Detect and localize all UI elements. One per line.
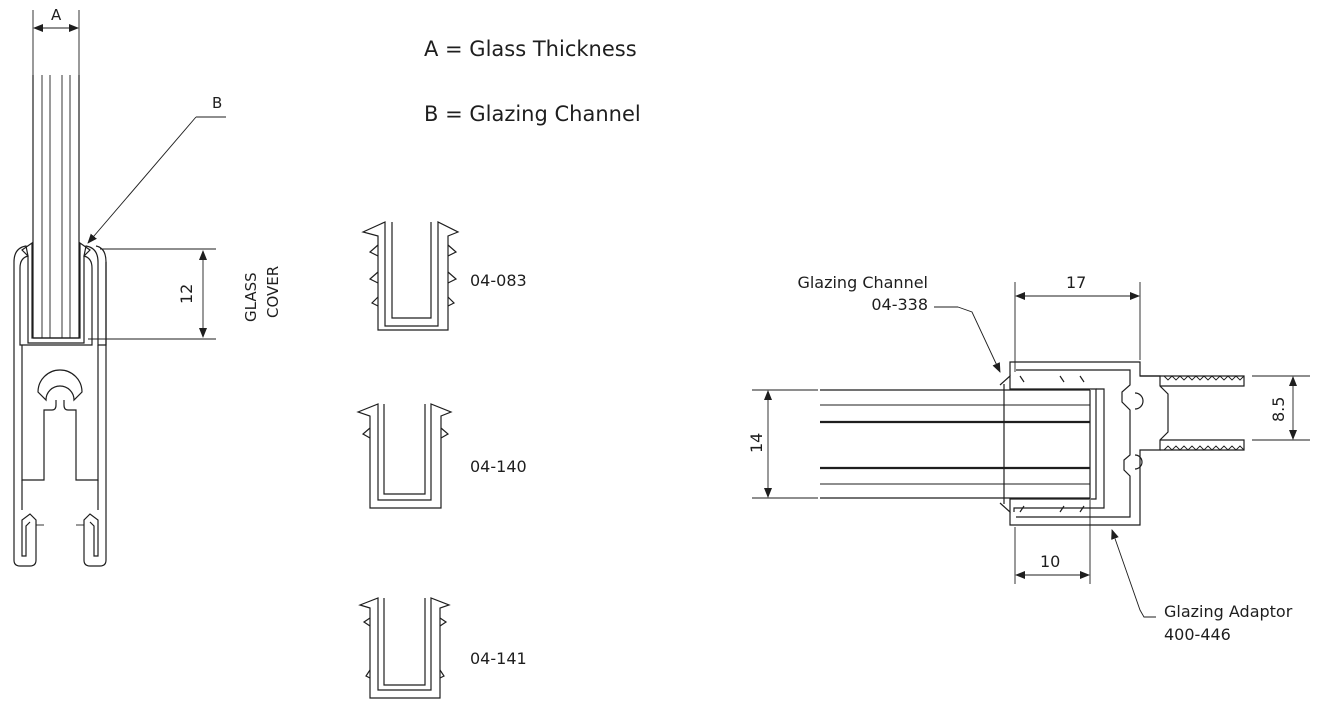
dim-top-value: 17: [1066, 273, 1086, 292]
channel-code-04-141: 04-141: [470, 649, 527, 668]
label-b: B: [212, 94, 222, 112]
glass-pane: [32, 75, 80, 339]
glazing-channel-04-338: [999, 374, 1105, 514]
channel-profile-04-140: [356, 403, 453, 509]
adaptor-label-line2: 400-446: [1164, 625, 1231, 644]
channel-profile-04-141: [358, 597, 451, 699]
cover-label: COVER: [264, 266, 282, 318]
channel-label-line1: Glazing Channel: [797, 273, 928, 292]
label-a: A: [51, 6, 62, 24]
channel-code-04-083: 04-083: [470, 271, 527, 290]
adaptor-label-line1: Glazing Adaptor: [1164, 602, 1293, 621]
glass-label: GLASS: [242, 272, 260, 322]
glazing-channel-left: [21, 241, 91, 344]
legend-a-definition: A = Glass Thickness: [424, 37, 637, 61]
dim-glass-value: 14: [747, 433, 766, 453]
channel-label-line2: 04-338: [871, 295, 928, 314]
glass-panel-horizontal: [820, 389, 1091, 499]
channel-profile-04-083: [361, 221, 460, 331]
left-glass-detail: A: [13, 6, 282, 567]
glazing-adaptor-400-446: [1009, 361, 1245, 526]
base-profile: [13, 245, 107, 567]
dim-spigot-value: 8.5: [1269, 397, 1288, 422]
channel-code-04-140: 04-140: [470, 457, 527, 476]
dim-cover-value: 12: [177, 284, 196, 304]
legend-b-definition: B = Glazing Channel: [424, 102, 641, 126]
dim-bottom-value: 10: [1040, 552, 1060, 571]
right-glazing-detail: Glazing Channel 04-338 Glazing Adaptor 4…: [747, 273, 1310, 644]
